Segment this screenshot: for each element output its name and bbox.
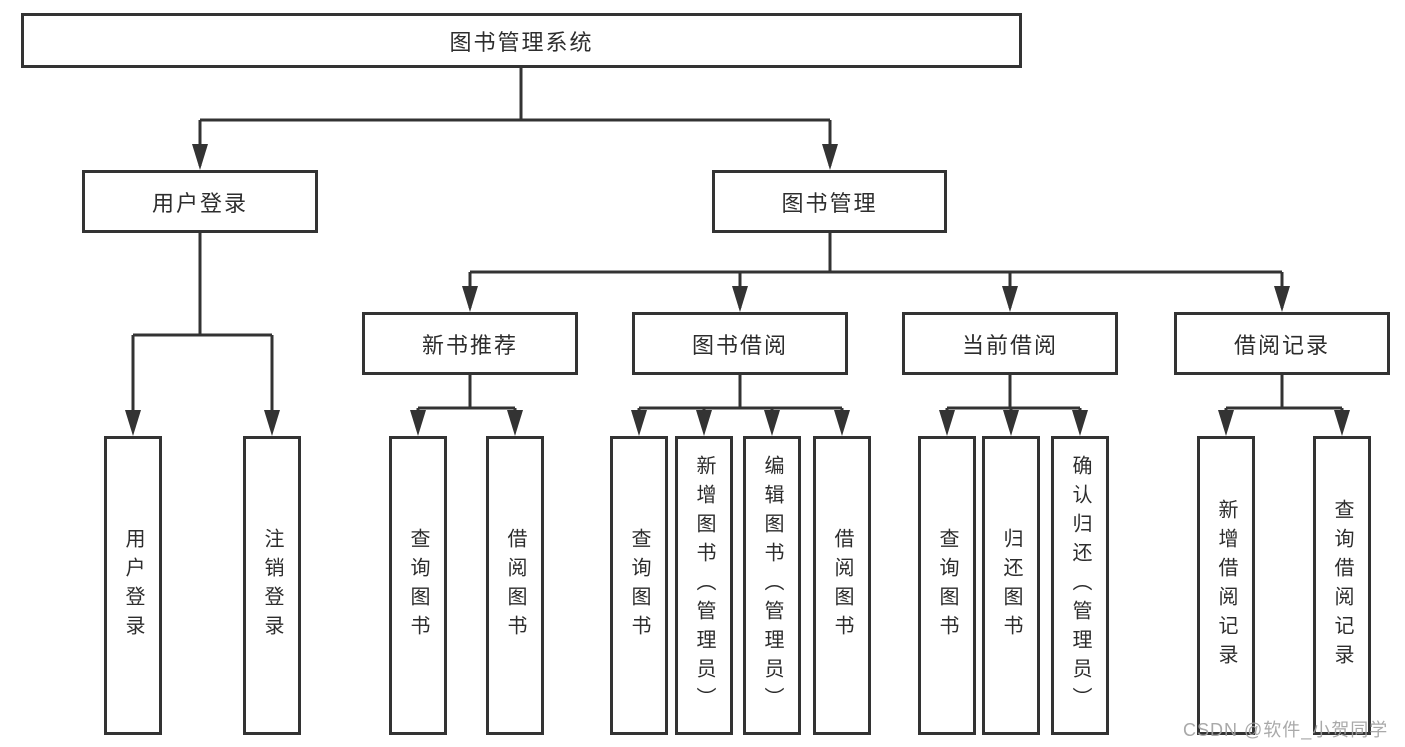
node-library-management-system: 图书管理系统: [21, 13, 1022, 68]
leaf-user-login: 用户登录: [104, 436, 162, 735]
node-label: 新书推荐: [421, 332, 518, 358]
node-label: 用户登录: [151, 190, 248, 216]
leaf-add-books-admin: 新增图书（管理员）: [675, 436, 733, 735]
node-label: 图书管理系统: [449, 29, 594, 55]
connector-user-login-children: [131, 233, 274, 430]
arrowhead: [410, 410, 426, 436]
node-book-borrowing: 图书借阅: [632, 312, 848, 375]
connector-book-borrowing-children: [637, 375, 844, 430]
arrowhead: [939, 410, 955, 436]
node-label: 归还图书: [1000, 527, 1022, 644]
node-book-management: 图书管理: [712, 170, 947, 233]
leaf-confirm-return-admin: 确认归还（管理员）: [1051, 436, 1109, 735]
arrowhead: [192, 144, 208, 170]
node-label: 借阅图书: [831, 527, 853, 644]
node-label: 当前借阅: [961, 332, 1058, 358]
arrowhead: [1274, 286, 1290, 312]
arrowhead: [631, 410, 647, 436]
connector-root-to-level2: [198, 68, 832, 166]
node-label: 图书借阅: [691, 332, 788, 358]
connector-new-book-recommend-children: [416, 375, 517, 430]
arrowhead: [822, 144, 838, 170]
leaf-query-books-borrowing: 查询图书: [610, 436, 668, 735]
arrowhead: [1002, 286, 1018, 312]
node-user-login: 用户登录: [82, 170, 318, 233]
node-label: 查询借阅记录: [1331, 498, 1353, 673]
arrowhead: [125, 410, 141, 436]
leaf-query-books-current: 查询图书: [918, 436, 976, 735]
node-label: 注销登录: [261, 527, 283, 644]
leaf-borrow-books-recommend: 借阅图书: [486, 436, 544, 735]
arrowhead: [834, 410, 850, 436]
connector-book-management-children: [468, 233, 1284, 308]
node-current-borrowing: 当前借阅: [902, 312, 1118, 375]
arrowhead: [264, 410, 280, 436]
node-label: 新增图书（管理员）: [693, 455, 715, 716]
arrowhead: [1072, 410, 1088, 436]
arrowhead: [462, 286, 478, 312]
arrowhead: [1334, 410, 1350, 436]
leaf-borrow-books-borrowing: 借阅图书: [813, 436, 871, 735]
node-borrowing-records: 借阅记录: [1174, 312, 1390, 375]
node-label: 查询图书: [936, 527, 958, 644]
node-label: 借阅记录: [1233, 332, 1330, 358]
node-label: 查询图书: [628, 527, 650, 644]
leaf-query-borrow-record: 查询借阅记录: [1313, 436, 1371, 735]
arrowhead: [764, 410, 780, 436]
node-label: 借阅图书: [504, 527, 526, 644]
node-label: 确认归还（管理员）: [1069, 455, 1091, 716]
arrowhead: [507, 410, 523, 436]
leaf-query-books-recommend: 查询图书: [389, 436, 447, 735]
leaf-logout: 注销登录: [243, 436, 301, 735]
arrowhead: [732, 286, 748, 312]
node-label: 查询图书: [407, 527, 429, 644]
node-label: 新增借阅记录: [1215, 498, 1237, 673]
leaf-edit-books-admin: 编辑图书（管理员）: [743, 436, 801, 735]
arrowhead: [696, 410, 712, 436]
leaf-add-borrow-record: 新增借阅记录: [1197, 436, 1255, 735]
arrowhead: [1003, 410, 1019, 436]
connector-borrowing-records-children: [1224, 375, 1344, 430]
node-label: 用户登录: [122, 527, 144, 644]
node-label: 图书管理: [781, 190, 878, 216]
leaf-return-books: 归还图书: [982, 436, 1040, 735]
node-new-book-recommend: 新书推荐: [362, 312, 578, 375]
node-label: 编辑图书（管理员）: [761, 455, 783, 716]
arrowhead: [1218, 410, 1234, 436]
watermark: CSDN @软件_小贺同学: [1183, 720, 1389, 740]
